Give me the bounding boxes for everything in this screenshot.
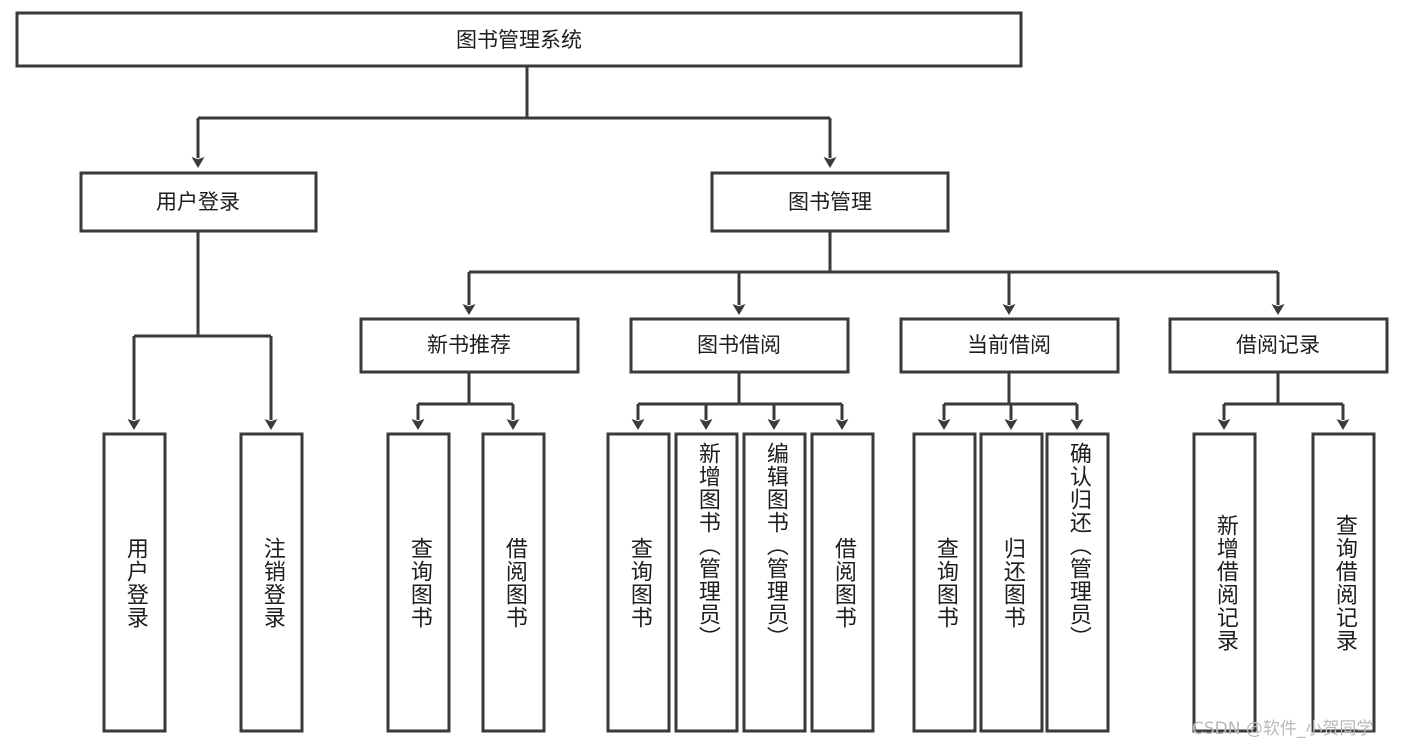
node-new-book-recommend[interactable]: 新书推荐 — [359, 317, 580, 374]
connector-book-borrow-bus — [638, 372, 842, 406]
node-book-borrow-label: 图书借阅 — [697, 333, 781, 357]
node-user-login-label: 用户登录 — [156, 190, 240, 214]
node-new-book-recommend-box[interactable] — [359, 317, 580, 374]
node-current-borrow[interactable]: 当前借阅 — [899, 317, 1120, 374]
leaf-box-query-book-1[interactable] — [386, 432, 451, 733]
node-book-manage-label: 图书管理 — [788, 190, 872, 214]
leaf-box-confirm-return[interactable] — [1045, 432, 1110, 733]
leaf-box-query-book-2[interactable] — [606, 432, 671, 733]
node-book-borrow[interactable]: 图书借阅 — [629, 317, 850, 374]
connector-user-login-bus — [134, 231, 271, 338]
node-current-borrow-box[interactable] — [899, 317, 1120, 374]
leaf-box-query-book-3[interactable] — [912, 432, 977, 733]
leaf-box-borrow-book-2[interactable] — [810, 432, 875, 733]
leaf-box-logout-login[interactable] — [239, 432, 304, 733]
connector-book-manage-bus — [469, 231, 1278, 274]
node-book-manage[interactable]: 图书管理 — [710, 171, 950, 233]
node-borrow-record-label: 借阅记录 — [1236, 333, 1320, 357]
node-root-label: 图书管理系统 — [456, 28, 582, 52]
leaf-box-return-book[interactable] — [979, 432, 1044, 733]
leaf-box-edit-book[interactable] — [742, 432, 807, 733]
node-new-book-recommend-label: 新书推荐 — [427, 333, 511, 357]
node-borrow-record-box[interactable] — [1168, 317, 1389, 374]
leaf-box-borrow-book-1[interactable] — [481, 432, 546, 733]
node-book-manage-box[interactable] — [710, 171, 950, 233]
leaf-box-query-record[interactable] — [1311, 432, 1376, 733]
leaf-box-add-record[interactable] — [1192, 432, 1257, 733]
csdn-watermark: CSDN @软件_小贺同学 — [1192, 719, 1374, 739]
connector-borrow-record-bus — [1224, 372, 1343, 406]
connector-new-book-bus — [418, 372, 513, 406]
connector-current-borrow-bus — [944, 372, 1077, 406]
node-borrow-record[interactable]: 借阅记录 — [1168, 317, 1389, 374]
node-root-box[interactable] — [15, 11, 1023, 68]
node-user-login[interactable]: 用户登录 — [79, 171, 318, 233]
leaf-box-user-login[interactable] — [102, 432, 167, 733]
leaf-box-add-book[interactable] — [674, 432, 739, 733]
connector-root-bus — [198, 66, 830, 120]
node-root[interactable]: 图书管理系统 — [15, 11, 1023, 68]
node-user-login-box[interactable] — [79, 171, 318, 233]
node-current-borrow-label: 当前借阅 — [967, 333, 1051, 357]
